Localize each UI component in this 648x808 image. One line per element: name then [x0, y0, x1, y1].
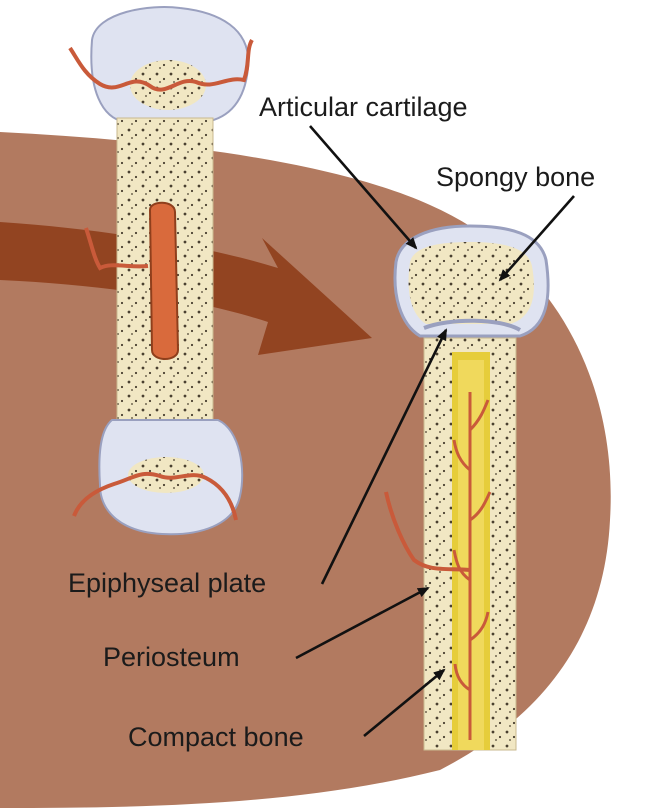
young-bone	[68, 6, 254, 536]
young-bone-cavity	[148, 201, 180, 360]
young-bone-bottom-ossification	[128, 457, 204, 493]
young-bone-vessel-bottom	[72, 471, 238, 521]
label-epiphyseal-plate: Epiphyseal plate	[68, 568, 266, 598]
spongy-epiphysis	[408, 242, 534, 324]
label-articular-cartilage: Articular cartilage	[259, 92, 468, 122]
entering-vessel	[384, 491, 471, 572]
label-periosteum: Periosteum	[103, 642, 240, 672]
leader-periosteum	[295, 586, 430, 660]
epiphyseal-plate-line	[423, 318, 522, 332]
young-bone-top-ossification	[130, 60, 206, 110]
marrow-vessel	[452, 392, 492, 740]
leader-articular-cartilage	[309, 125, 418, 250]
leader-spongy-bone	[498, 195, 575, 282]
young-bone-vessel-mid	[84, 227, 149, 271]
leader-epiphyseal-plate	[320, 328, 448, 585]
young-bone-vessel-top	[68, 38, 254, 92]
mature-bone	[384, 224, 550, 751]
label-compact-bone: Compact bone	[128, 722, 304, 752]
label-spongy-bone: Spongy bone	[436, 162, 595, 192]
leader-compact-bone	[363, 668, 446, 738]
